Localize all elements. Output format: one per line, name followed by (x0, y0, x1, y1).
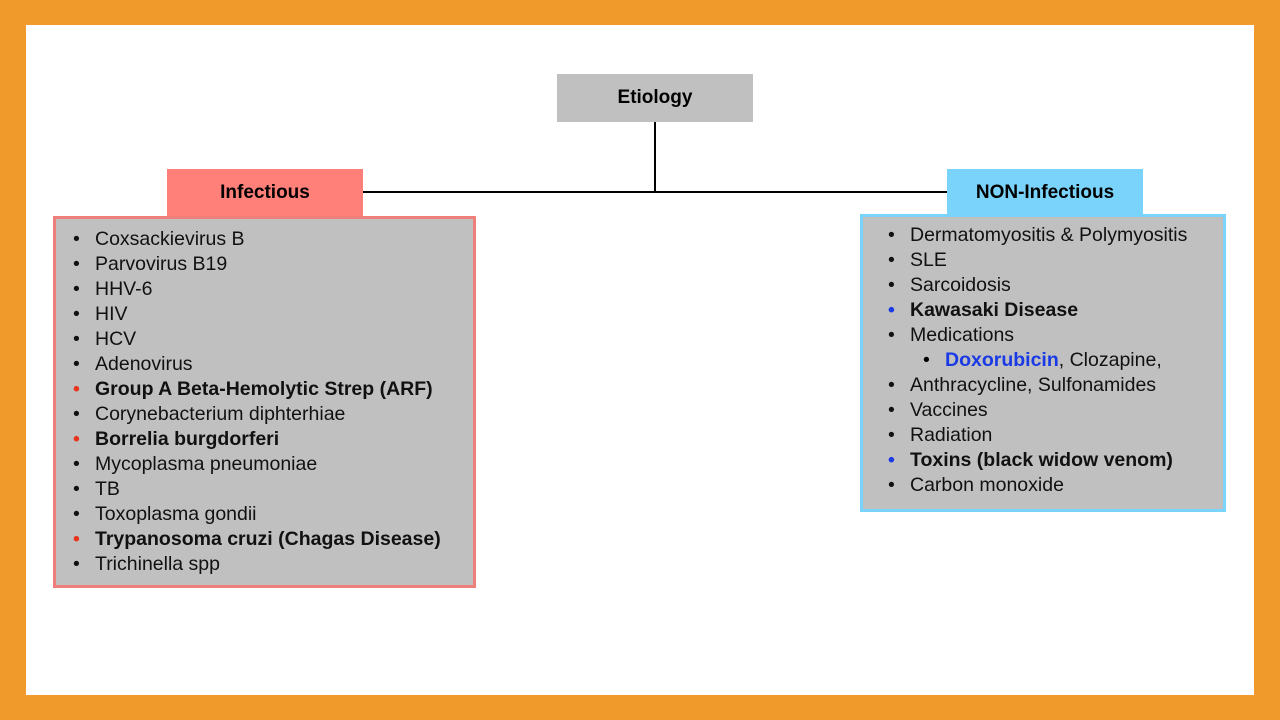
list-item: Vaccines (886, 398, 1223, 423)
list-item: Radiation (886, 423, 1223, 448)
sub-item-rest: , Clozapine, (1058, 349, 1162, 371)
list-item: Mycoplasma pneumoniae (71, 452, 473, 477)
infectious-list-box: Coxsackievirus B Parvovirus B19 HHV-6 HI… (53, 216, 476, 588)
list-item: Trichinella spp (71, 552, 473, 577)
list-item: HIV (71, 302, 473, 327)
node-infectious: Infectious (167, 169, 363, 216)
list-item: TB (71, 477, 473, 502)
node-non-infectious: NON-Infectious (947, 169, 1143, 216)
slide-canvas: Etiology Infectious NON-Infectious Coxsa… (26, 25, 1254, 695)
list-item: Group A Beta-Hemolytic Strep (ARF) (71, 377, 473, 402)
list-item: SLE (886, 248, 1223, 273)
list-item: Sarcoidosis (886, 273, 1223, 298)
list-item-sub: Doxorubicin, Clozapine, (921, 348, 1223, 373)
list-item: Adenovirus (71, 352, 473, 377)
connector-vertical (654, 122, 656, 192)
list-item: Dermatomyositis & Polymyositis (886, 223, 1223, 248)
list-item: Carbon monoxide (886, 473, 1223, 498)
root-node-etiology: Etiology (557, 74, 753, 122)
list-item: Corynebacterium diphterhiae (71, 402, 473, 427)
list-item: HCV (71, 327, 473, 352)
sub-item-highlight: Doxorubicin (945, 349, 1059, 371)
non-infectious-list: Dermatomyositis & Polymyositis SLE Sarco… (863, 217, 1223, 498)
list-item: HHV-6 (71, 277, 473, 302)
list-item: Parvovirus B19 (71, 252, 473, 277)
list-item: Trypanosoma cruzi (Chagas Disease) (71, 527, 473, 552)
infectious-list: Coxsackievirus B Parvovirus B19 HHV-6 HI… (56, 219, 473, 577)
list-item: Coxsackievirus B (71, 227, 473, 252)
connector-horizontal-left (363, 191, 656, 193)
list-item-sub-continuation: Anthracycline, Sulfonamides (886, 373, 1223, 398)
list-item: Medications (886, 323, 1223, 348)
list-item: Borrelia burgdorferi (71, 427, 473, 452)
list-item: Toxoplasma gondii (71, 502, 473, 527)
non-infectious-list-box: Dermatomyositis & Polymyositis SLE Sarco… (860, 214, 1226, 512)
connector-horizontal-right (654, 191, 947, 193)
list-item: Toxins (black widow venom) (886, 448, 1223, 473)
list-item: Kawasaki Disease (886, 298, 1223, 323)
